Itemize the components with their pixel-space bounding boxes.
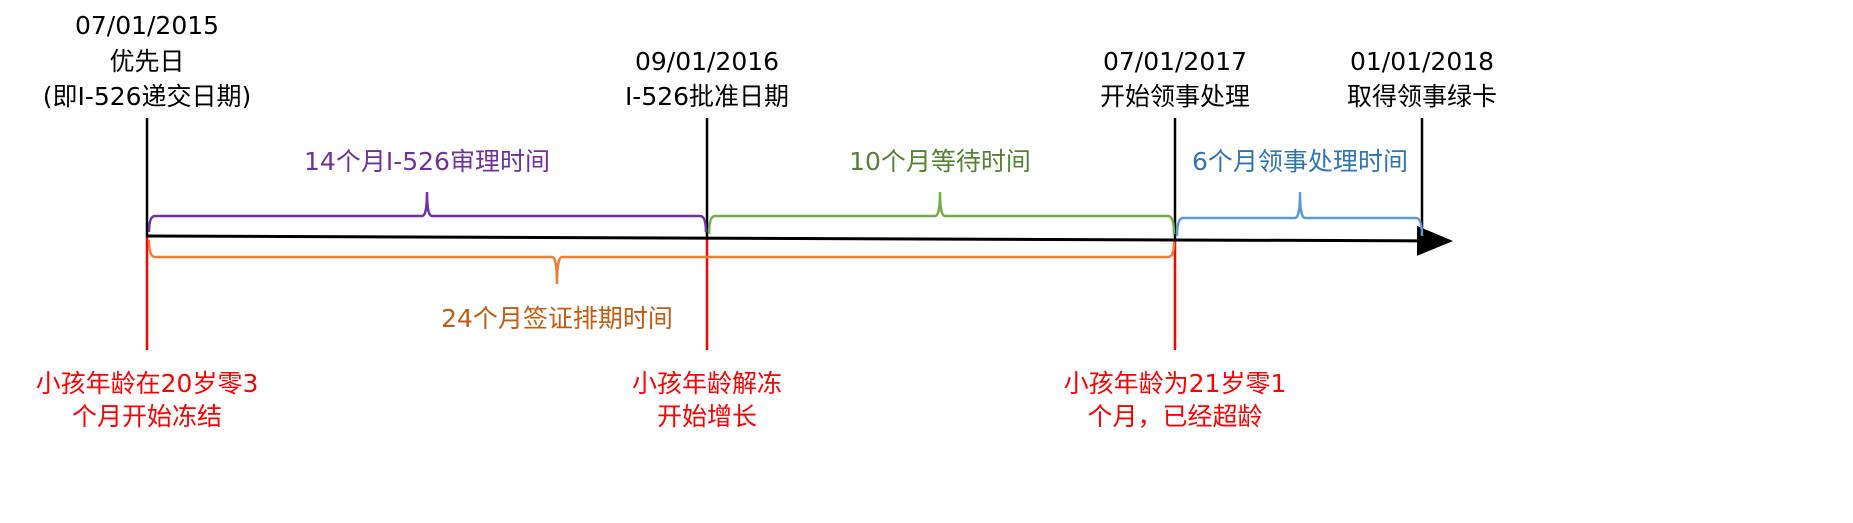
milestone-label: 取得领事绿卡 <box>1347 82 1497 111</box>
milestone-sublabel: (即I-526递交日期) <box>43 82 252 111</box>
milestone-date: 07/01/2015 <box>75 11 219 40</box>
milestone-date: 09/01/2016 <box>635 47 779 76</box>
milestone-date: 01/01/2018 <box>1350 47 1494 76</box>
child-age-note: 小孩年龄解冻 <box>632 369 782 398</box>
milestone-label: 开始领事处理 <box>1100 82 1250 111</box>
visa-queue-bracket <box>147 239 1176 285</box>
milestone-label: 优先日 <box>109 47 184 76</box>
milestone-date: 07/01/2017 <box>1103 47 1247 76</box>
consular-period-label: 6个月领事处理时间 <box>1192 147 1408 176</box>
wait-period-label: 10个月等待时间 <box>849 147 1031 176</box>
wait-period-bracket <box>707 191 1176 235</box>
visa-queue-label: 24个月签证排期时间 <box>441 304 673 333</box>
child-age-note: 小孩年龄为21岁零1 <box>1064 369 1287 398</box>
review-period-label: 14个月I-526审理时间 <box>304 147 550 176</box>
child-age-note: 个月，已经超龄 <box>1087 402 1262 431</box>
child-age-note: 小孩年龄在20岁零3 <box>36 369 259 398</box>
child-age-note: 开始增长 <box>657 402 757 431</box>
timeline-axis-arrow <box>146 225 1453 256</box>
milestone-label: I-526批准日期 <box>625 82 789 111</box>
review-period-bracket <box>147 191 708 233</box>
child-age-note: 个月开始冻结 <box>72 402 222 431</box>
consular-period-bracket <box>1175 191 1424 237</box>
